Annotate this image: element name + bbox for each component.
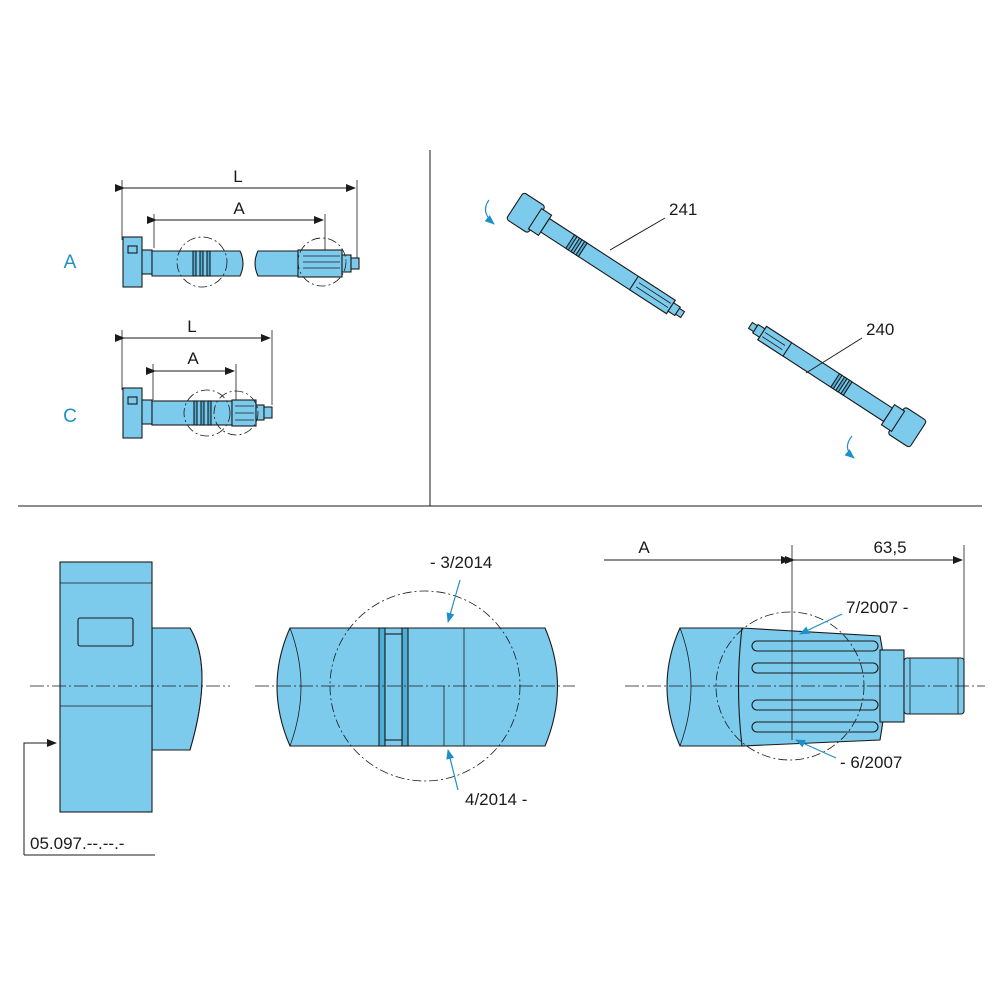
spline-bottom-label: - 6/2007: [840, 753, 902, 772]
detail-spline: A 63,5 7/2007 - - 6/2007: [604, 538, 985, 772]
spline-section: [297, 249, 343, 278]
dim-spline-label: 63,5: [873, 538, 906, 557]
shaft-240: 240: [747, 320, 927, 459]
head-block: [59, 561, 153, 813]
dim-a-label-detail: A: [638, 538, 650, 557]
detail-head: 05.097.--.--.-: [23, 561, 230, 856]
spline-top-label: 7/2007 -: [846, 598, 908, 617]
head-slot: [127, 245, 138, 254]
shaft-body: [151, 400, 233, 426]
dim-a-label-a: A: [233, 199, 245, 218]
groove-top-label: - 3/2014: [430, 553, 492, 572]
groove-bottom-label: 4/2014 -: [465, 790, 527, 809]
detail-grooves: - 3/2014 4/2014 -: [255, 553, 575, 809]
shaft-variant-a: L A A: [64, 167, 360, 288]
dim-a-label-c: A: [187, 349, 199, 368]
shaft-head: [122, 236, 143, 288]
part-241-label: 241: [669, 200, 697, 219]
head-ref-label: 05.097.--.--.-: [30, 834, 124, 853]
shaft-head: [122, 387, 143, 439]
variant-a-label: A: [64, 252, 77, 273]
dim-l-label-c: L: [187, 317, 196, 336]
shaft-body: [276, 627, 559, 747]
head-slot: [77, 617, 134, 647]
frame-lines: [18, 150, 982, 507]
part-240-label: 240: [866, 320, 894, 339]
shaft-241: 241: [484, 192, 697, 319]
variant-c-label: C: [63, 406, 77, 427]
shaft-body: [151, 250, 244, 277]
shaft-variant-c: L A C: [63, 317, 273, 439]
dim-l-label-a: L: [233, 167, 242, 186]
